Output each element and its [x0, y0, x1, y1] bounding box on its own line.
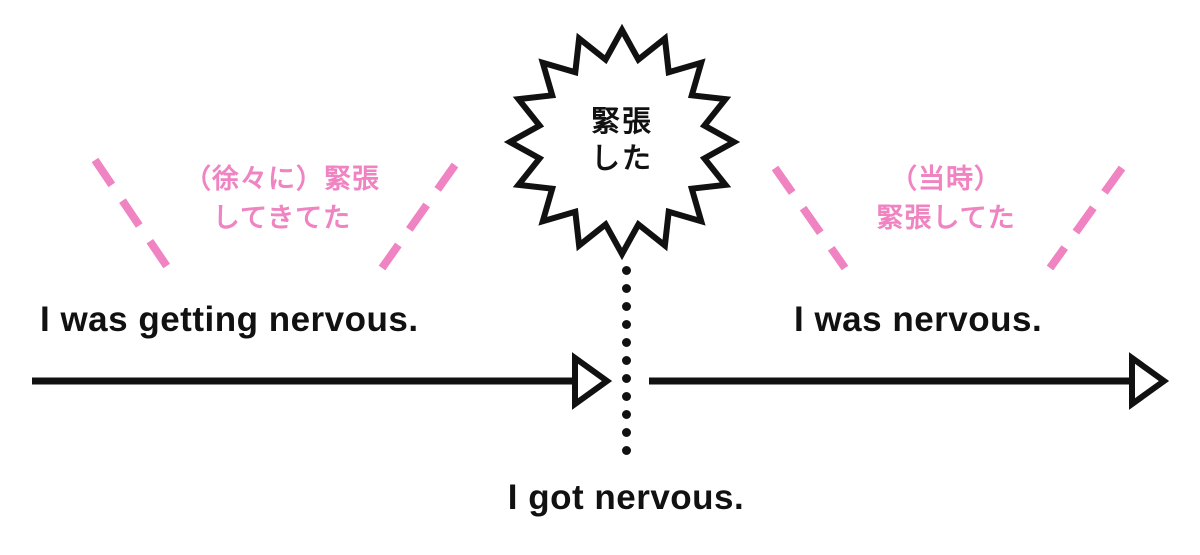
label-got-nervous: I got nervous.	[507, 478, 745, 517]
annotation-right-line1: （当時）	[889, 164, 1002, 194]
dot	[622, 356, 631, 365]
burst-label: 緊張 した	[522, 104, 722, 178]
emphasis-dash-line	[1046, 165, 1126, 271]
label-was-getting-nervous: I was getting nervous.	[40, 300, 419, 339]
dot	[622, 302, 631, 311]
burst-label-line1: 緊張	[590, 106, 653, 138]
timeline-arrow-right	[649, 352, 1170, 410]
dot	[622, 446, 631, 455]
emphasis-dashes-left	[91, 157, 459, 271]
emphasis-dashes-right	[771, 165, 1126, 271]
dot	[622, 320, 631, 329]
burst-label-line2: した	[590, 143, 653, 175]
dot	[622, 392, 631, 401]
emphasis-dash-line	[91, 157, 172, 271]
arrowhead-right-icon	[1129, 352, 1170, 410]
annotation-left-line2: してきてた	[212, 203, 352, 233]
starburst-shape	[503, 23, 741, 261]
starburst-icon	[503, 23, 741, 261]
dot	[622, 266, 631, 275]
emphasis-dash-line	[771, 165, 849, 271]
annotation-left-line1: （徐々に）緊張	[184, 164, 380, 194]
annotation-right-line2: 緊張してた	[876, 203, 1016, 233]
dot	[622, 410, 631, 419]
dot	[622, 428, 631, 437]
arrowhead-left-icon	[572, 352, 613, 410]
annotation-left: （徐々に）緊張 してきてた	[184, 160, 380, 238]
dot	[622, 284, 631, 293]
annotation-right: （当時） 緊張してた	[876, 160, 1015, 238]
timeline-arrow-left	[32, 352, 613, 410]
dotted-timeline-divider	[622, 266, 631, 455]
emphasis-dash-line	[378, 162, 459, 271]
label-was-nervous: I was nervous.	[794, 300, 1043, 339]
dot	[622, 338, 631, 347]
dot	[622, 374, 631, 383]
